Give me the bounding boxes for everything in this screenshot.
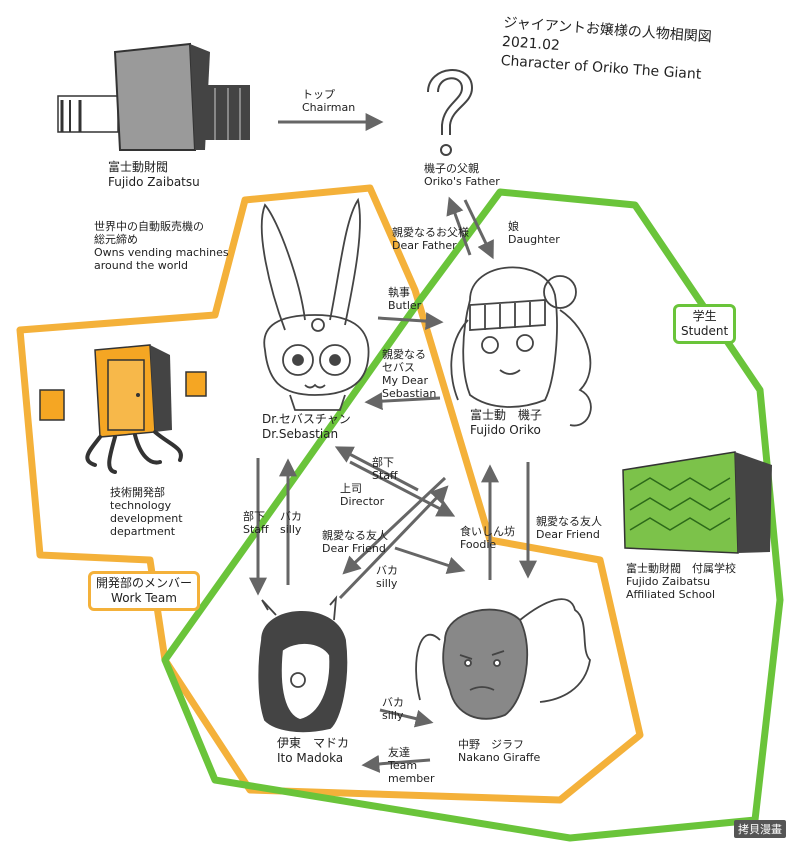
group-tag-student: 学生 Student [673, 304, 737, 344]
relation-butler: 執事 Butler [388, 286, 422, 312]
relation-silly-3: バカ silly [382, 696, 404, 722]
relation-staff-1: 部下 Staff [243, 510, 269, 536]
relation-dear-friend-1: 親愛なる友人 Dear Friend [322, 529, 388, 555]
label-giraffe: 中野 ジラフ Nakano Giraffe [458, 738, 541, 764]
relation-staff-2: 部下 Staff [372, 456, 398, 482]
arrow-dear-friend-1 [342, 476, 447, 575]
arrow-staff-2 [334, 446, 419, 492]
relation-chairman: トップ Chairman [302, 88, 356, 114]
label-zaibatsu-description: 世界中の自動販売機の 総元締め Owns vending machines ar… [94, 220, 229, 272]
label-fujido-zaibatsu: 富士動財閥 Fujido Zaibatsu [108, 160, 200, 189]
relation-my-dear-sebastian: 親愛なる セバス My Dear Sebastian [382, 348, 437, 400]
relation-dear-friend-2: 親愛なる友人 Dear Friend [536, 515, 602, 541]
arrow-daughter [463, 199, 494, 260]
school-building-icon [622, 451, 772, 554]
question-mark-icon [427, 69, 474, 156]
label-oriko-father: 機子の父親 Oriko's Father [424, 162, 500, 188]
vending-door-icon [39, 344, 207, 474]
watermark: 拷貝漫畫 [734, 820, 786, 838]
relation-daughter: 娘 Daughter [508, 220, 560, 246]
arrow-silly-3 [379, 708, 434, 728]
label-sebastian: Dr.セバスチャン Dr.Sebastian [262, 412, 351, 441]
relation-director: 上司 Director [340, 482, 385, 508]
horned-girl-icon [258, 595, 348, 733]
label-oriko: 富士動 機子 Fujido Oriko [470, 408, 543, 437]
skyscrapers-icon [57, 42, 250, 151]
relation-foodie: 食いしん坊 Foodie [460, 525, 515, 551]
relation-arrows [249, 113, 537, 773]
arrow-dear-father [446, 196, 472, 256]
group-tag-work-team: 開発部のメンバー Work Team [88, 571, 201, 611]
arrow-butler [377, 312, 444, 331]
label-school: 富士動財閥 付属学校 Fujido Zaibatsu Affiliated Sc… [626, 562, 736, 601]
giraffe-boy-icon [415, 598, 591, 720]
arrow-my-dear-sebastian [364, 392, 441, 411]
relation-team-member: 友達 Team member [388, 746, 435, 785]
arrow-silly-2 [338, 485, 449, 600]
label-madoka: 伊東 マドカ Ito Madoka [277, 736, 350, 765]
rabbit-robot-icon [260, 197, 370, 411]
arrow-director [349, 460, 456, 517]
relation-silly-1: バカ silly [280, 510, 302, 536]
label-tech-dept: 技術開発部 technology development department [110, 486, 183, 538]
girl-portrait-icon [450, 266, 592, 427]
relation-silly-2: バカ silly [376, 564, 398, 590]
arrow-madoka-giraffe [394, 546, 466, 575]
work-team-outline [16, 184, 644, 804]
arrow-team-member [361, 754, 431, 773]
relation-dear-father: 親愛なるお父様 Dear Father [392, 226, 469, 252]
